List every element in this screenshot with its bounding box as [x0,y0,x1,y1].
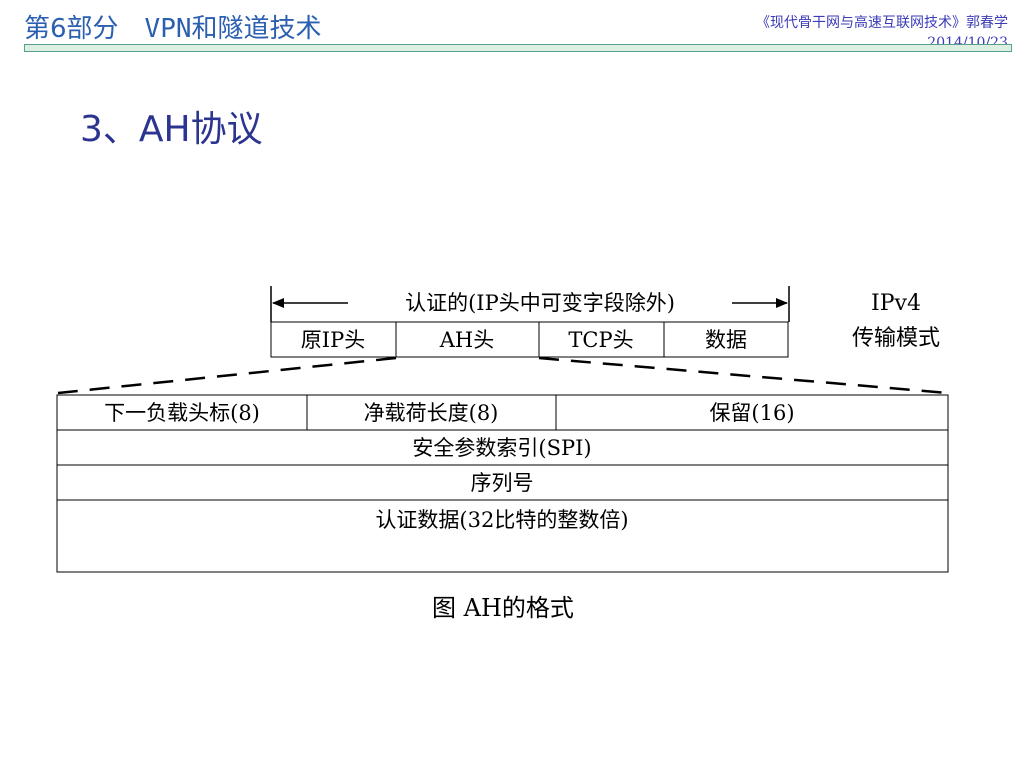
packet-field-orig-ip-header: 原IP头 [301,328,365,352]
auth-scope-label: 认证的(IP头中可变字段除外) [405,291,675,315]
expand-line-right [538,356,949,395]
header-divider-bar [24,44,1012,52]
ah-field-sequence-number: 序列号 [471,471,534,495]
slide-title: 3、AH协议 [80,109,263,150]
packet-field-data: 数据 [705,328,747,352]
ah-format-table [56,394,949,573]
mode-label-ipv4: IPv4 [871,291,921,316]
book-title: 《现代骨干网与高速互联网技术》郭春学 [756,15,1008,31]
ah-field-auth-data: 认证数据(32比特的整数倍) [375,508,628,532]
section-title: VPN和隧道技术 [144,14,322,44]
packet-field-ah-header: AH头 [439,328,494,352]
figure-caption: 图 AH的格式 [432,594,574,622]
packet-field-tcp-header: TCP头 [568,328,633,352]
ah-field-reserved: 保留(16) [709,401,794,425]
packet-layout [270,321,789,358]
section-header: 第6部分 VPN和隧道技术 [24,8,322,45]
section-number: 第6部分 [24,14,119,44]
ah-field-payload-length: 净载荷长度(8) [364,401,499,425]
ah-field-next-header: 下一负载头标(8) [104,401,260,425]
expand-line-left [57,356,397,395]
ah-field-spi: 安全参数索引(SPI) [412,436,591,460]
mode-label-transport: 传输模式 [852,326,940,351]
